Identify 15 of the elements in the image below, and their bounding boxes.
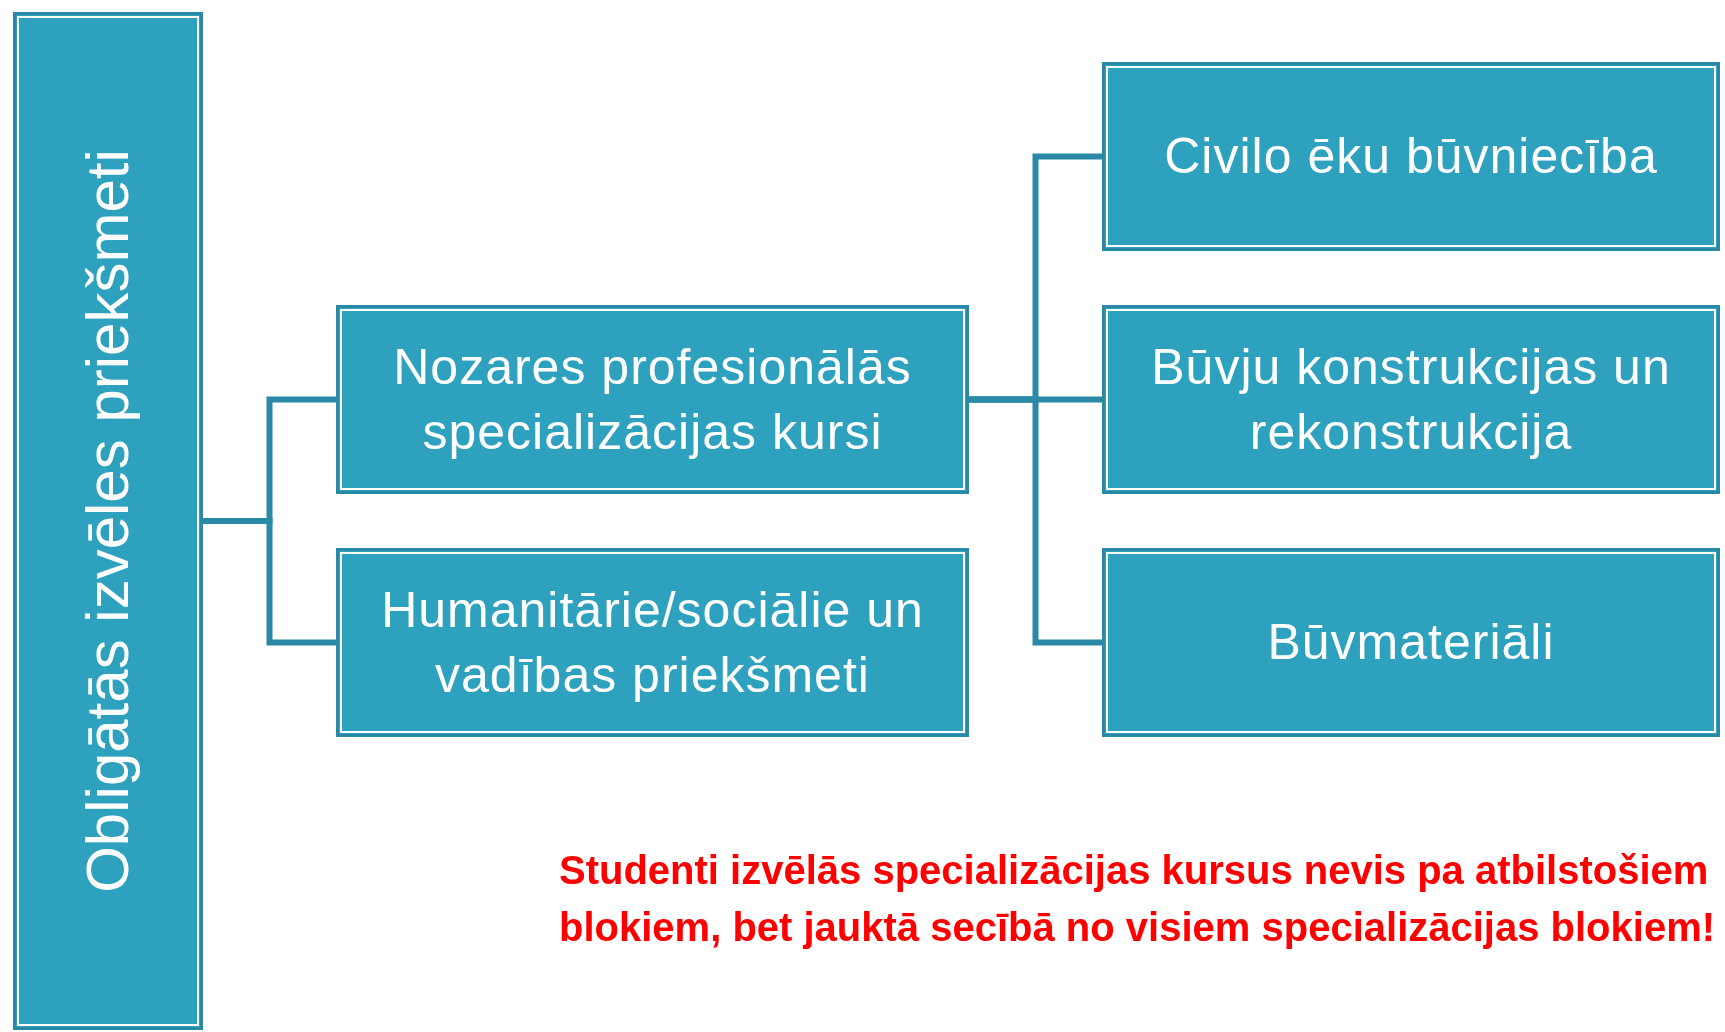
- process-box: [1102, 62, 1720, 251]
- process-box: [336, 305, 969, 494]
- box-label: Būvju konstrukcijas un rekonstrukcija: [1150, 337, 1672, 462]
- process-box: [336, 548, 969, 737]
- box-label: Nozares profesionālās specializācijas kursi: [392, 337, 913, 462]
- box-label: Civilo ēku būvniecība: [1163, 127, 1659, 186]
- connector-line: [203, 518, 336, 646]
- box-label: Obligātās izvēles priekšmeti: [78, 149, 138, 893]
- box-label: Būvmateriāli: [1266, 613, 1556, 672]
- process-box: [1102, 305, 1720, 494]
- note-text: Studenti izvēlās specializācijas kursus nevis pa atbilstošiem blokiem, bet jauktā secībā no visiem specializācijas blokiem!: [559, 847, 1717, 951]
- connector-line: [969, 396, 1102, 646]
- process-box: [13, 12, 203, 1030]
- process-box: [1102, 548, 1720, 737]
- box-label: Humanitārie/sociālie un vadības priekšmeti: [380, 580, 925, 705]
